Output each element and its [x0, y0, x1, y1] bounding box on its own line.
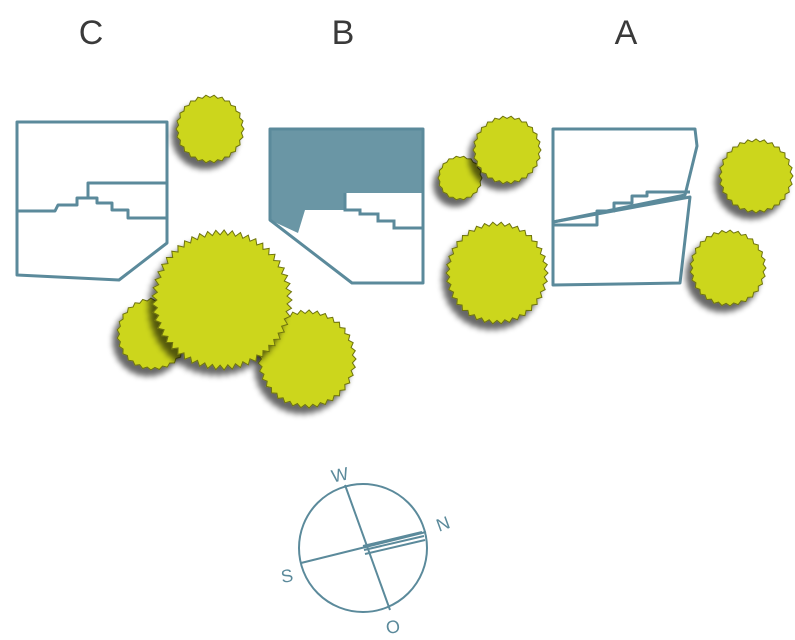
- tree-b-small: [437, 155, 483, 201]
- tree-a-top: [718, 138, 794, 214]
- compass-south-north-axis: [300, 531, 427, 564]
- tree-b-top: [472, 115, 542, 185]
- compass-label-west: W: [330, 463, 351, 486]
- building-a-floor-line: [553, 190, 690, 227]
- building-b-outline: [268, 127, 425, 285]
- compass-north-marker-3: [364, 539, 426, 555]
- trees-layer: [116, 94, 794, 409]
- building-a-upper-block: [551, 127, 699, 224]
- compass-north-marker-1: [362, 531, 423, 547]
- compass-label-south: S: [279, 565, 294, 587]
- compass-north-marker-2: [363, 535, 425, 551]
- building-a: [551, 127, 699, 287]
- building-c-floor-line: [17, 196, 167, 220]
- compass-circle: [298, 483, 428, 613]
- building-c-outline: [15, 120, 169, 282]
- site-label-b: B: [331, 14, 355, 52]
- site-label-c: C: [78, 14, 104, 52]
- compass-label-east: O: [384, 616, 401, 638]
- compass-rose-icon: [298, 483, 428, 613]
- building-a-lower-block: [551, 195, 692, 287]
- tree-c-top: [175, 94, 245, 164]
- tree-c-large: [151, 229, 293, 371]
- tree-b-large: [445, 221, 549, 325]
- tree-c-bottom-right: [257, 309, 357, 409]
- building-c: [15, 120, 169, 282]
- site-label-a: A: [614, 14, 638, 52]
- building-c-upper-step: [86, 181, 167, 198]
- building-b-floor-line: [343, 193, 423, 230]
- building-b-shaded-area: [270, 129, 423, 233]
- building-b: [268, 127, 425, 285]
- compass-label-north: N: [433, 512, 452, 535]
- tree-a-bottom: [689, 229, 767, 307]
